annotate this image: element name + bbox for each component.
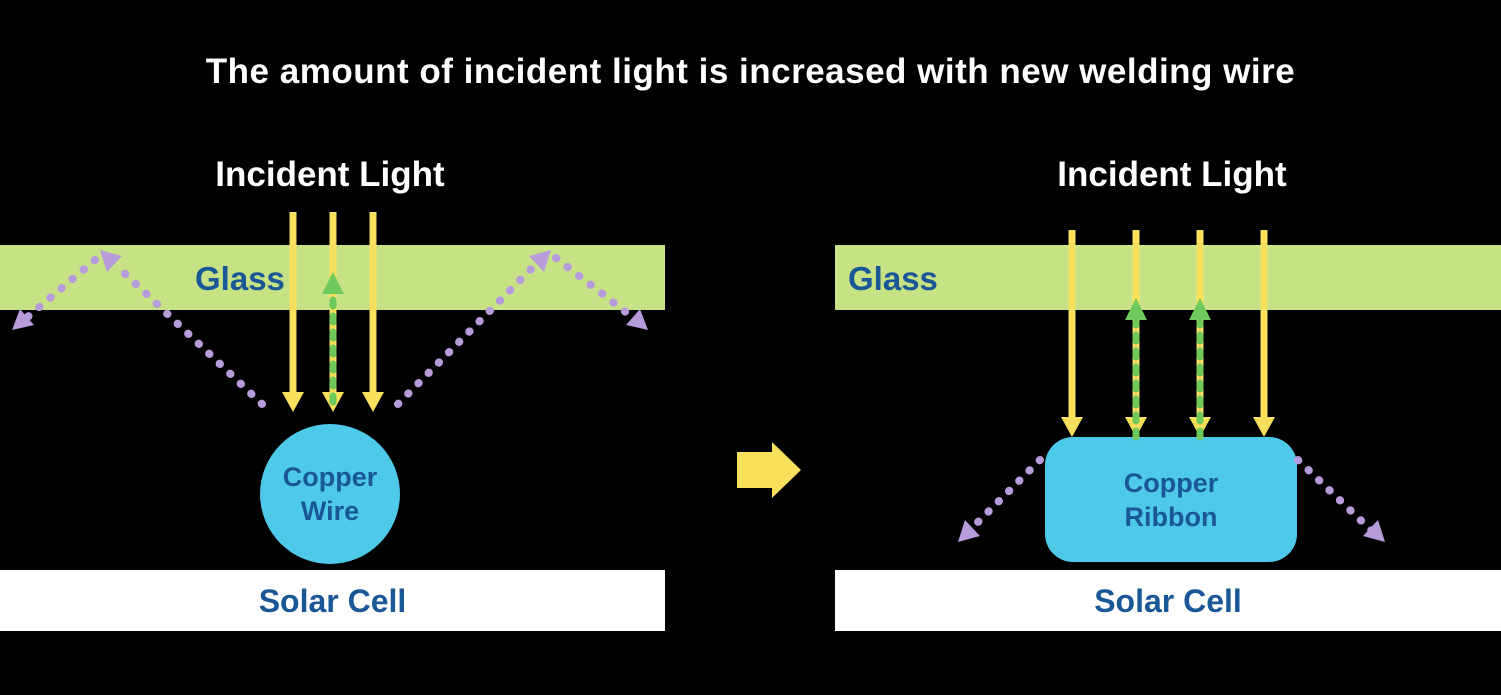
copper-wire-label-line2: Wire [300, 496, 360, 526]
glass-label-before: Glass [195, 260, 285, 297]
diagram-title: The amount of incident light is increase… [205, 52, 1296, 91]
copper-ribbon-label-line1: Copper [1123, 467, 1219, 498]
glass-layer-after [835, 245, 1501, 310]
glass-label-after: Glass [848, 260, 938, 297]
solar-cell-layer-before [0, 570, 665, 631]
copper-ribbon-shape: Copper Ribbon [1045, 437, 1297, 562]
solar-cell-label-before: Solar Cell [258, 583, 407, 619]
copper-wire-shape: Copper Wire [260, 424, 400, 564]
absorbed-ray-arrows-after [1125, 298, 1211, 441]
incident-light-label-after: Incident Light [1057, 155, 1287, 194]
solar-cell-label-after: Solar Cell [1094, 583, 1242, 619]
incident-ray-arrows-before [282, 212, 384, 412]
glass-layer-before [0, 245, 665, 310]
copper-ribbon-label-line2: Ribbon [1124, 501, 1218, 532]
copper-wire-label-line1: Copper [282, 462, 378, 492]
incident-light-label-before: Incident Light [215, 155, 445, 194]
before-after-arrow [737, 442, 801, 498]
solar-cell-layer-after [835, 570, 1501, 631]
